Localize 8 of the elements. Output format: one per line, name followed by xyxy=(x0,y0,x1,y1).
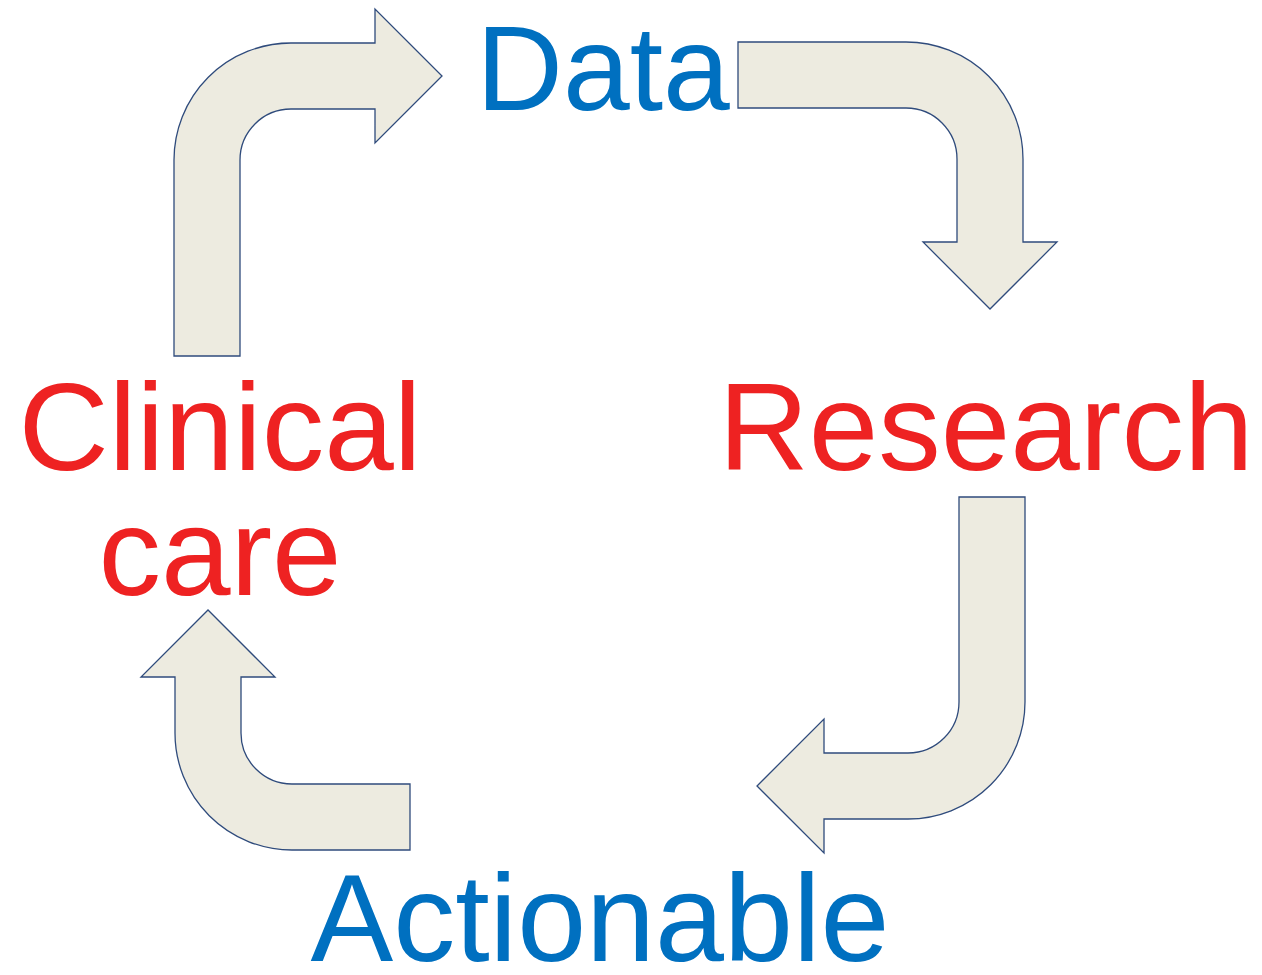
node-label: Research xyxy=(712,304,1260,589)
node-label: Actionable xyxy=(290,778,910,972)
block-arrow xyxy=(737,41,1058,310)
block-arrow xyxy=(140,609,411,851)
node-label: Data xyxy=(414,8,792,128)
block-arrow xyxy=(756,496,1026,854)
block-arrow xyxy=(173,8,443,357)
node-label: Clinical care xyxy=(5,272,435,618)
